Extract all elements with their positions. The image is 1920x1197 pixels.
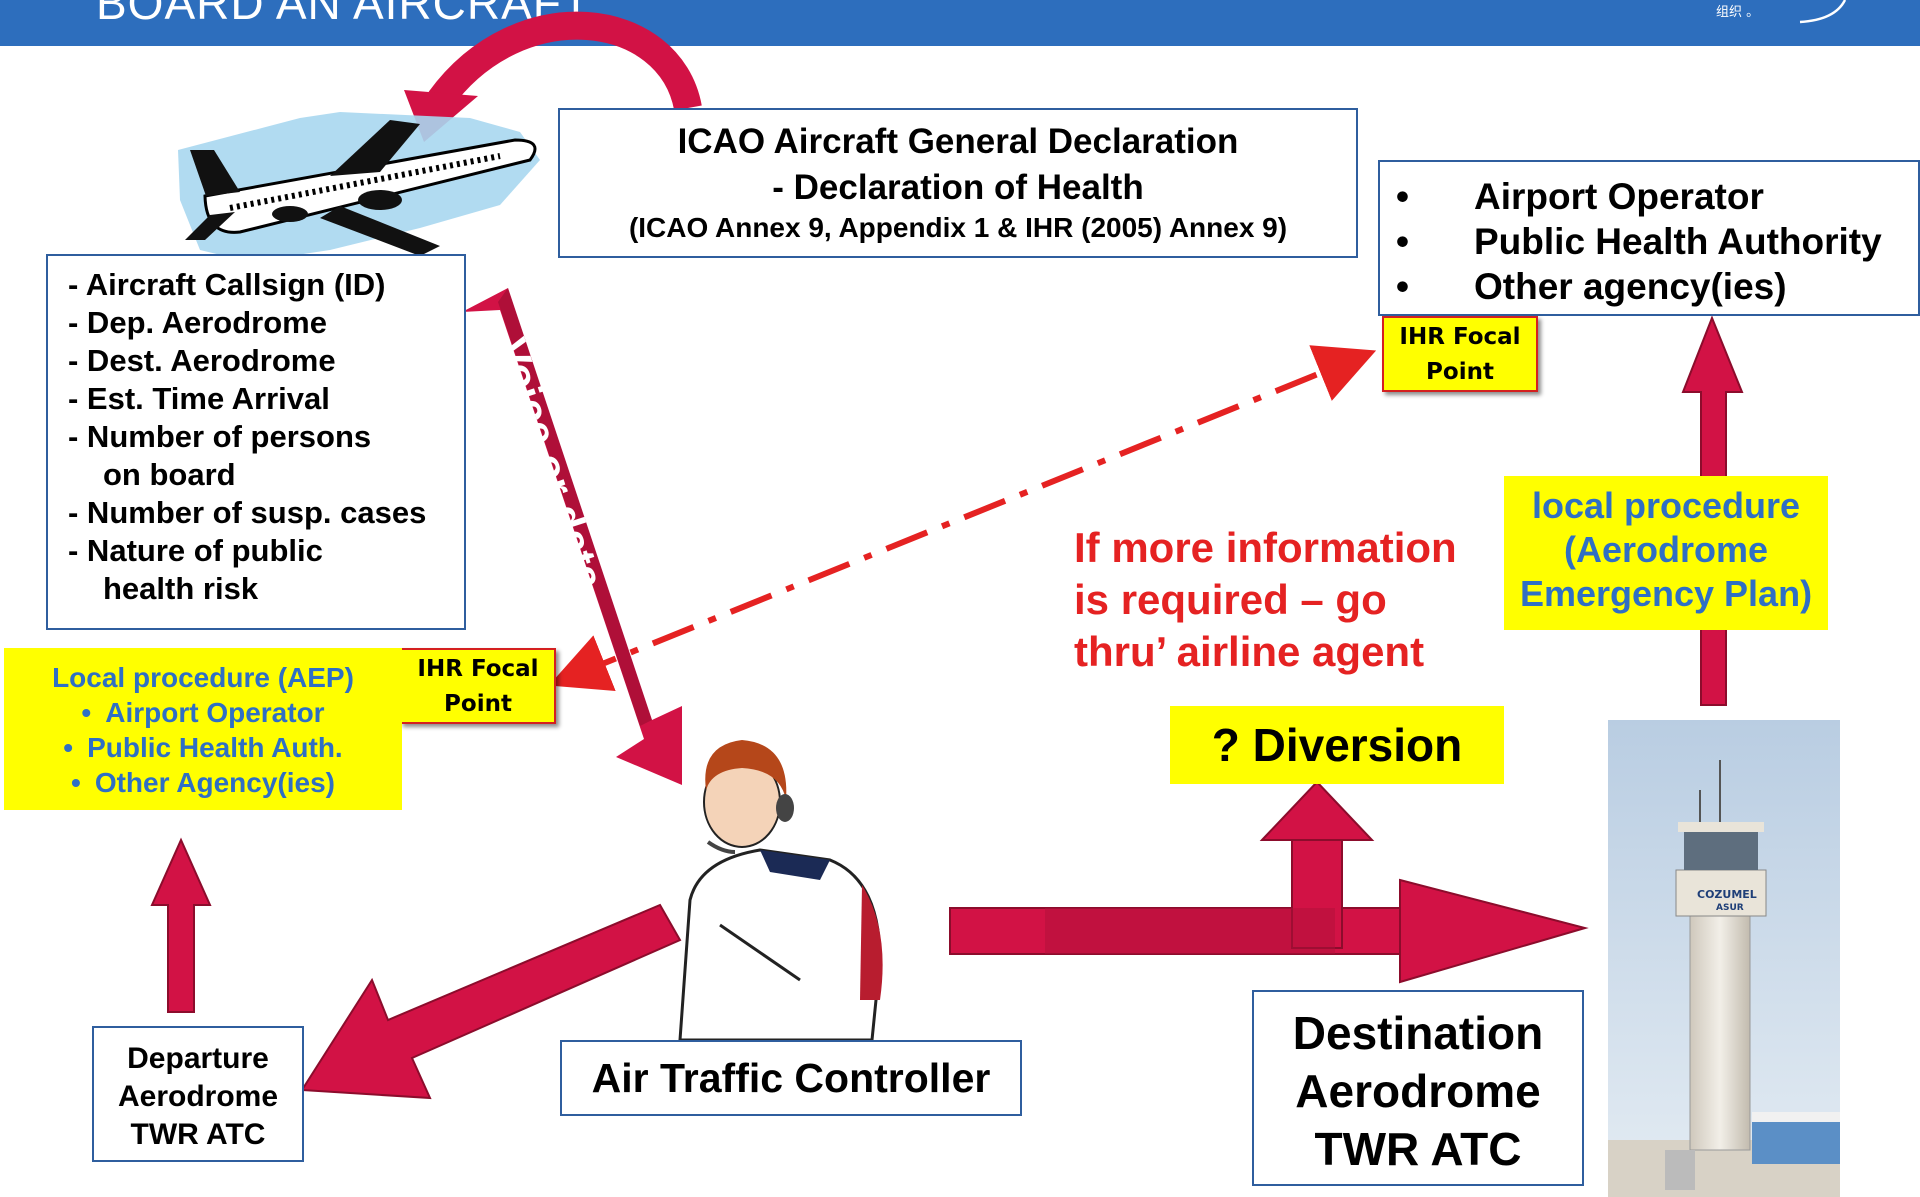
bullet-icon: • — [63, 732, 74, 763]
destination-box: Destination Aerodrome TWR ATC — [1252, 990, 1584, 1186]
header-bar — [0, 0, 1920, 46]
aircraft-illustration — [178, 112, 540, 262]
icao-subtitle: - Declaration of Health — [772, 168, 1144, 207]
flight-info-item: on board — [103, 457, 236, 492]
diversion-label: ? Diversion — [1170, 706, 1504, 784]
up-arrow-left — [150, 837, 212, 1013]
more-info-line: is required – go — [1074, 576, 1387, 623]
flight-info-item: - Dep. Aerodrome — [68, 305, 327, 340]
logo-mark: 组织 。 — [1716, 0, 1847, 24]
flight-info-item: health risk — [103, 571, 259, 606]
local-procedure-left-label: Public Health Auth. — [87, 732, 343, 763]
agencies-box: • Airport Operator • Public Health Authori… — [1378, 160, 1920, 316]
destination-line: TWR ATC — [1314, 1123, 1522, 1175]
ihr-focal-point-right: IHR Focal Point — [1382, 316, 1538, 392]
flight-info-item: - Nature of public — [68, 533, 323, 568]
agency-item: • Public Health Authority — [1396, 219, 1918, 264]
ihr-link-line — [573, 345, 1377, 678]
agency-item: • Other agency(ies) — [1396, 264, 1918, 309]
flight-info-item: - Number of susp. cases — [68, 495, 427, 530]
local-procedure-left-label: Airport Operator — [105, 697, 325, 728]
departure-line: TWR ATC — [130, 1118, 266, 1151]
more-info-line: If more information — [1074, 524, 1457, 571]
destination-line: Aerodrome — [1295, 1065, 1541, 1117]
departure-line: Departure — [127, 1042, 269, 1075]
local-procedure-left: Local procedure (AEP) •Airport Operator … — [4, 648, 402, 810]
local-procedure-left-title: Local procedure (AEP) — [52, 662, 354, 693]
icao-declaration-box: ICAO Aircraft General Declaration - Decl… — [558, 108, 1358, 258]
local-procedure-left-item: • Other Agency(ies) — [4, 765, 402, 800]
agency-item: • Airport Operator — [1396, 174, 1918, 219]
controller-label: Air Traffic Controller — [591, 1055, 991, 1101]
logo-text: 组织 。 — [1716, 5, 1759, 20]
controller-label-box: Air Traffic Controller — [560, 1040, 1022, 1116]
controller-illustration — [678, 740, 883, 1042]
departure-line: Aerodrome — [117, 1080, 279, 1113]
local-procedure-right-line: Emergency Plan) — [1519, 573, 1813, 614]
bullet-icon: • — [81, 697, 92, 728]
flight-info-box: - Aircraft Callsign (ID) - Dep. Aerodrom… — [46, 254, 466, 630]
local-procedure-left-item: • Airport Operator — [4, 695, 402, 730]
ihr-focal-point-left: IHR Focal Point — [400, 648, 556, 724]
local-procedure-right-line: (Aerodrome — [1563, 529, 1769, 570]
agency-label: Other agency(ies) — [1474, 266, 1787, 307]
flight-info-item: - Est. Time Arrival — [68, 381, 330, 416]
flight-info-item: - Dest. Aerodrome — [68, 343, 336, 378]
arrow-to-departure — [300, 903, 682, 1100]
local-procedure-right: local procedure (Aerodrome Emergency Pla… — [1504, 476, 1828, 630]
bullet-icon: • — [1396, 176, 1409, 217]
arrow-to-destination — [949, 780, 1589, 984]
local-procedure-right-line: local procedure — [1531, 485, 1801, 526]
bullet-icon: • — [71, 767, 81, 798]
bullet-icon: • — [1396, 221, 1409, 262]
more-info-line: thru’ airline agent — [1074, 628, 1425, 675]
destination-line: Destination — [1292, 1007, 1544, 1059]
tower-photo: COZUMEL ASUR — [1608, 720, 1840, 1197]
flight-info-item: - Number of persons — [68, 419, 372, 454]
curved-arrow — [428, 11, 702, 112]
tower-sign-bottom: ASUR — [1716, 903, 1744, 913]
icao-reference: (ICAO Annex 9, Appendix 1 & IHR (2005) A… — [628, 212, 1288, 243]
agency-label: Public Health Authority — [1474, 221, 1882, 262]
icao-title: ICAO Aircraft General Declaration — [677, 122, 1239, 161]
diversion-text: ? Diversion — [1211, 719, 1463, 771]
bullet-icon: • — [1396, 266, 1409, 307]
voice-arrow — [462, 288, 682, 785]
local-procedure-left-label: Other Agency(ies) — [94, 767, 335, 798]
page-title: BOARD AN AIRCRAFT — [96, 0, 591, 29]
flight-info-item: - Aircraft Callsign (ID) — [68, 267, 386, 302]
tower-sign-top: COZUMEL — [1697, 888, 1757, 901]
departure-box: Departure Aerodrome TWR ATC — [92, 1026, 304, 1162]
local-procedure-left-item: • Public Health Auth. — [4, 730, 402, 765]
agency-label: Airport Operator — [1474, 176, 1764, 217]
more-info-note: If more information is required – go thr… — [1074, 522, 1494, 678]
